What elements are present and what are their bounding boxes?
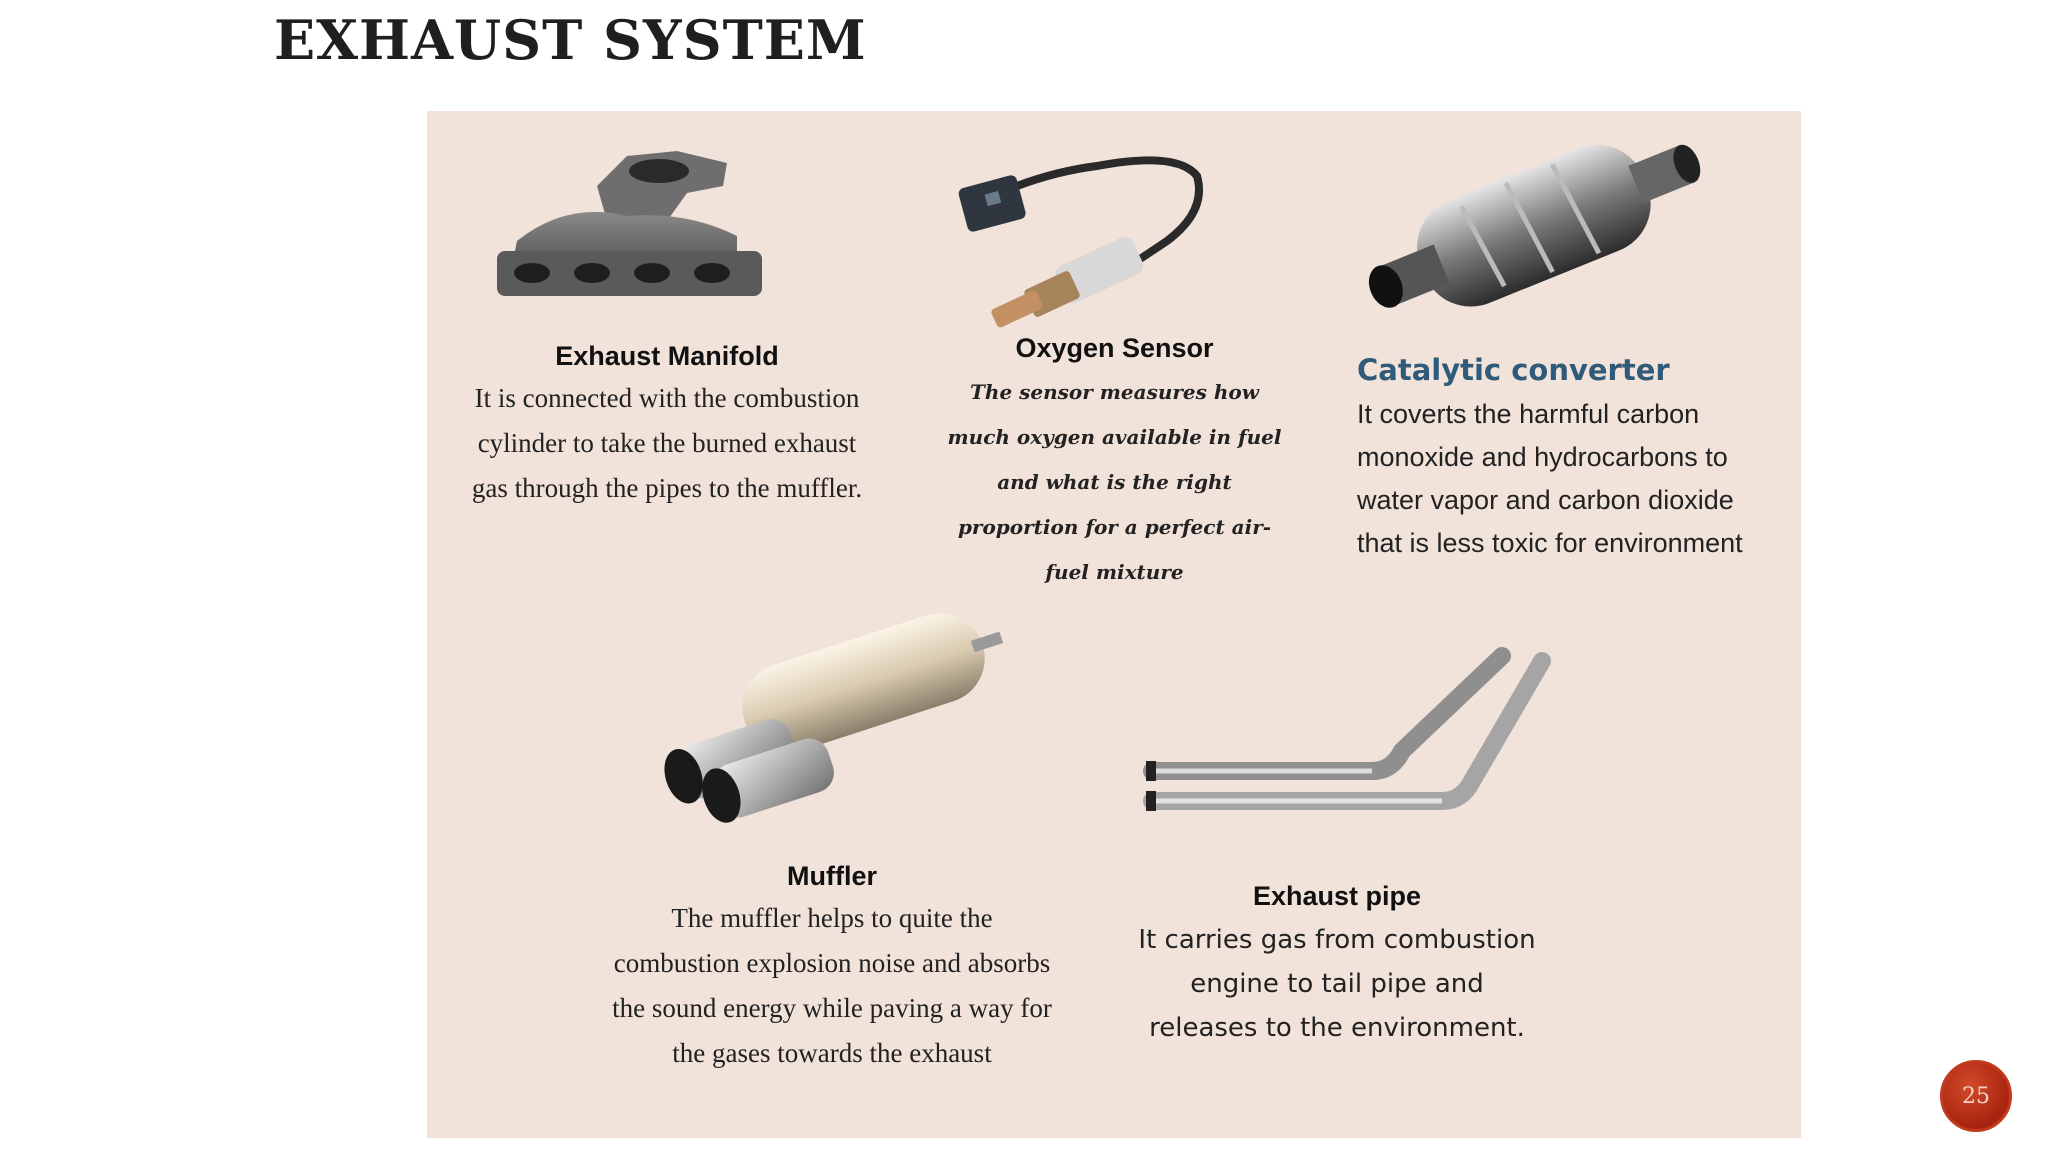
exhaust-pipe-title: Exhaust pipe	[1252, 881, 1422, 911]
content-panel: Exhaust Manifold It is connected with th…	[427, 111, 1801, 1138]
exhaust-manifold-title: Exhaust Manifold	[555, 341, 779, 371]
exhaust-manifold-caption: Exhaust Manifold It is connected with th…	[467, 341, 867, 511]
slide-title: Exhaust System	[274, 8, 867, 72]
exhaust-manifold-icon	[497, 151, 762, 296]
page-number-badge: 25	[1940, 1060, 2012, 1132]
muffler-title: Muffler	[787, 861, 877, 891]
muffler-caption: Muffler The muffler helps to quite the c…	[612, 861, 1052, 1076]
oxygen-sensor-title: Oxygen Sensor	[1015, 333, 1214, 363]
oxygen-sensor-caption: Oxygen Sensor The sensor measures how mu…	[942, 333, 1287, 595]
exhaust-manifold-description: It is connected with the combustion cyli…	[471, 383, 863, 503]
catalytic-converter-caption: Catalytic converter It coverts the harmf…	[1357, 353, 1777, 565]
muffler-icon	[664, 613, 1004, 823]
catalytic-converter-title: Catalytic converter	[1357, 353, 1670, 387]
oxygen-sensor-description: The sensor measures how much oxygen avai…	[947, 380, 1282, 584]
muffler-description: The muffler helps to quite the combustio…	[612, 903, 1052, 1068]
exhaust-pipe-icon	[1143, 647, 1551, 811]
oxygen-sensor-icon	[958, 156, 1203, 328]
exhaust-pipe-description: It carries gas from combustion engine to…	[1138, 925, 1536, 1043]
catalytic-converter-icon	[1368, 144, 1701, 308]
exhaust-pipe-caption: Exhaust pipe It carries gas from combust…	[1137, 881, 1537, 1050]
catalytic-converter-description: It coverts the harmful carbon monoxide a…	[1357, 399, 1743, 558]
